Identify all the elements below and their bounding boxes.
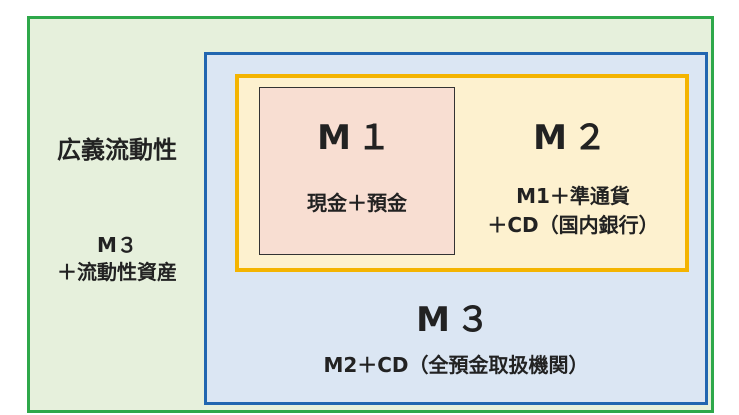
- m1-description: 現金＋預金: [307, 191, 407, 215]
- m2-line1: M1＋準通貨: [516, 184, 630, 208]
- m1-title: M１: [317, 118, 397, 158]
- m2-line2: ＋CD（国内銀行）: [487, 213, 659, 237]
- broad-liquidity-line1: M３: [97, 233, 137, 257]
- broad-liquidity-line2: ＋流動性資産: [57, 260, 177, 284]
- m3-title: M３: [416, 300, 496, 340]
- m3-description: M2＋CD（全預金取扱機関）: [323, 353, 589, 377]
- broad-liquidity-title: 広義流動性: [57, 136, 177, 164]
- m1-box: [259, 87, 455, 255]
- m2-title: M２: [533, 118, 613, 158]
